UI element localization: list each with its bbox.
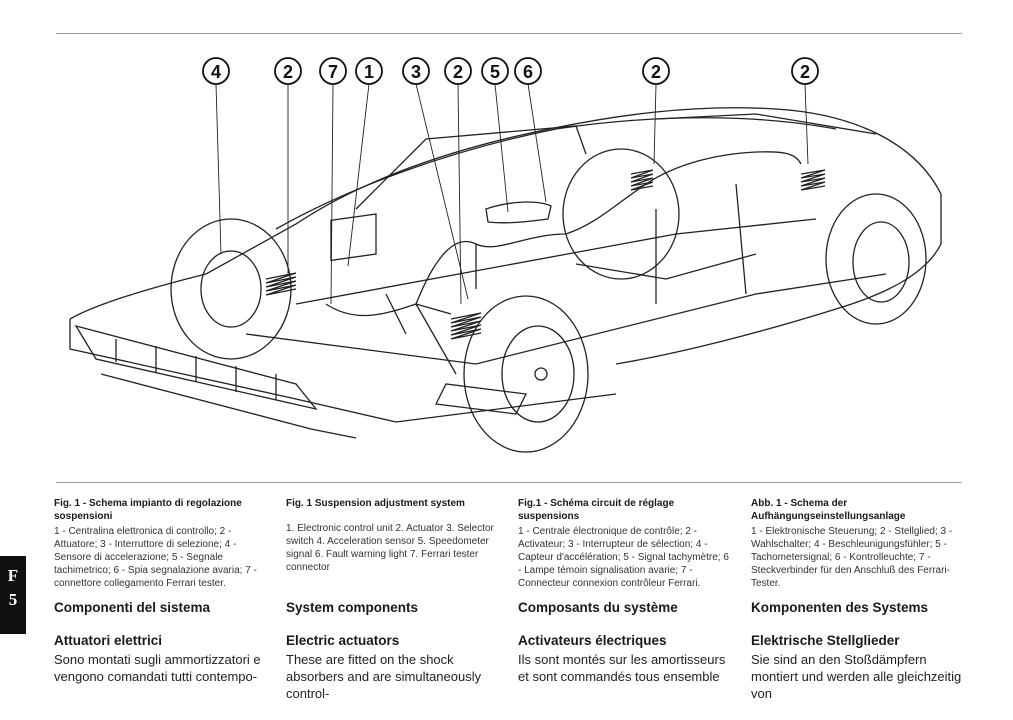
rear-right-spring xyxy=(800,169,826,191)
front-left-wheel xyxy=(170,218,292,360)
caption-body: 1 - Centralina elettronica di controllo;… xyxy=(54,526,257,589)
body-paragraph: Sono montati sugli ammortizzatori e veng… xyxy=(54,652,261,684)
callout-label: 4 xyxy=(211,62,221,82)
section-heading: Komponenten des Systems xyxy=(751,600,929,615)
section-heading: Componenti del sistema xyxy=(54,600,211,615)
caption-body: 1. Electronic control unit 2. Actuator 3… xyxy=(286,523,494,573)
caption-french: Fig.1 - Schéma circuit de réglage suspen… xyxy=(518,497,730,590)
caption-italian: Fig. 1 - Schema impianto di regolazione … xyxy=(54,497,266,590)
callout-label: 7 xyxy=(328,62,338,82)
section-heading: Composants du système xyxy=(518,600,678,615)
rear-window xyxy=(655,113,877,135)
section-subheading: Electric actuators xyxy=(286,633,400,648)
car-roofline xyxy=(275,117,837,230)
rear-left-wheel xyxy=(562,148,680,280)
car-body-outline xyxy=(69,107,942,365)
front-bumper xyxy=(69,319,617,423)
callout-label: 3 xyxy=(411,62,421,82)
caption-title: Fig. 1 Suspension adjustment system xyxy=(286,498,465,509)
section-subheading: Activateurs électriques xyxy=(518,633,667,648)
chassis-frame xyxy=(245,183,887,365)
windshield xyxy=(355,125,587,210)
front-left-spring xyxy=(265,272,297,296)
callout-label: 2 xyxy=(453,62,463,82)
car-suspension-diagram: 4 2 7 1 3 2 5 6 2 2 xyxy=(69,57,942,453)
caption-english: Fig. 1 Suspension adjustment system 1. E… xyxy=(286,497,498,574)
section-subheading: Elektrische Stellglieder xyxy=(751,633,900,648)
callout-label: 6 xyxy=(523,62,533,82)
caption-title: Fig. 1 - Schema impianto di regolazione … xyxy=(54,498,242,522)
section-tab-number: 5 xyxy=(8,590,18,609)
section-heading: System components xyxy=(286,600,419,615)
callout-label: 2 xyxy=(651,62,661,82)
caption-body: 1 - Elektronische Steuerung; 2 - Stellgl… xyxy=(751,526,953,589)
caption-title: Abb. 1 - Schema der Aufhängungseinstellu… xyxy=(751,498,906,522)
callout-label: 2 xyxy=(800,62,810,82)
caption-german: Abb. 1 - Schema der Aufhängungseinstellu… xyxy=(751,497,963,590)
figure-frame xyxy=(56,33,962,483)
caption-body: 1 - Centrale électronique de contrôle; 2… xyxy=(518,526,729,589)
front-right-wheel xyxy=(463,295,589,453)
callout-label: 1 xyxy=(364,62,374,82)
body-paragraph: Ils sont montés sur les amortisseurs et … xyxy=(518,652,726,684)
front-grille xyxy=(74,324,318,411)
section-tab: F 5 xyxy=(0,556,26,634)
section-subheading: Attuatori elettrici xyxy=(54,633,163,648)
callout-label: 5 xyxy=(490,62,500,82)
body-paragraph: Sie sind an den Stoßdämpfern montiert un… xyxy=(751,652,962,701)
callout-label: 2 xyxy=(283,62,293,82)
rear-right-wheel xyxy=(825,193,927,325)
caption-title: Fig.1 - Schéma circuit de réglage suspen… xyxy=(518,498,675,522)
front-right-spring xyxy=(450,312,482,340)
wiring-harness xyxy=(325,151,802,317)
body-paragraph: These are fitted on the shock absorbers … xyxy=(286,652,482,701)
section-tab-letter: F xyxy=(7,566,19,585)
